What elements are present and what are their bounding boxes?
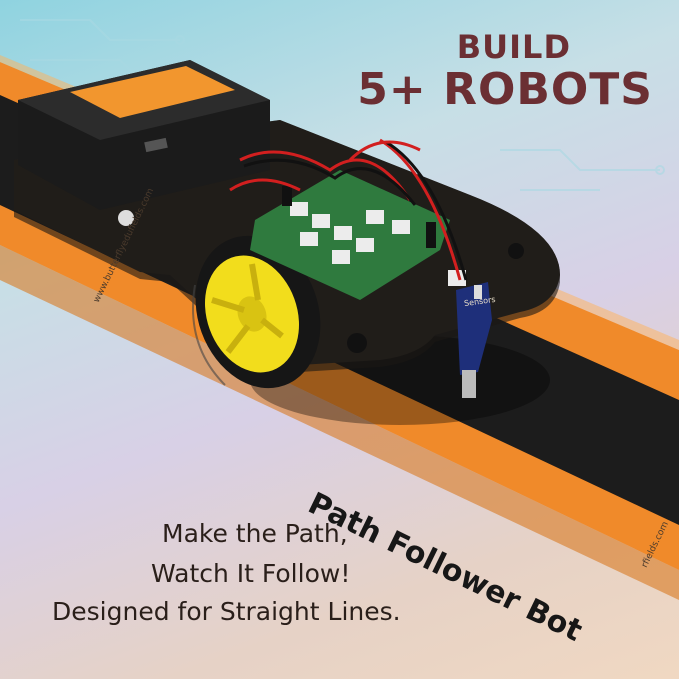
headline-robots-count: 5+ ROBOTS bbox=[357, 64, 653, 115]
caption-line-3: Designed for Straight Lines. bbox=[52, 597, 401, 626]
wires bbox=[229, 138, 468, 281]
pcb-board bbox=[250, 170, 466, 300]
ir-sensor-module bbox=[456, 282, 492, 398]
caption-line-2: Watch It Follow! bbox=[151, 559, 351, 588]
motion-arc bbox=[192, 284, 226, 386]
robot-wheel bbox=[195, 235, 321, 389]
battery-box bbox=[18, 60, 270, 210]
caption-line-1: Make the Path, bbox=[162, 519, 348, 548]
headline-build: BUILD bbox=[456, 28, 571, 66]
